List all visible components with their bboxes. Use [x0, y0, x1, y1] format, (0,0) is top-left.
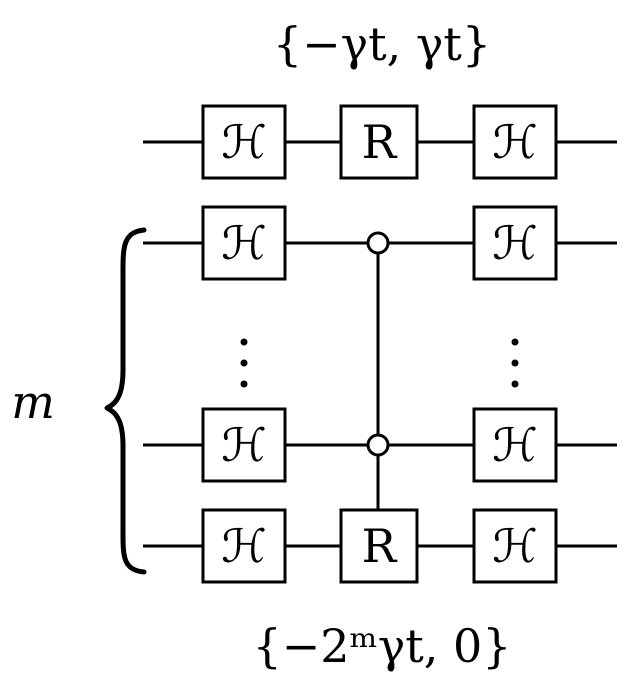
gate-label: ℋ [492, 418, 537, 472]
gate-label: ℋ [492, 115, 537, 169]
gate-label: ℋ [221, 115, 266, 169]
bottom-phase-set-label: {−2ᵐγt, 0} [252, 619, 511, 673]
vertical-ellipsis-left [240, 338, 248, 388]
ancilla-hadamard-gate-1: ℋ [201, 104, 287, 180]
gate-label: ℋ [492, 519, 537, 573]
vertical-ellipsis-right [511, 338, 519, 388]
gate-label: R [362, 519, 398, 573]
control-dot-register-1 [366, 231, 390, 255]
top-phase-set-label: {−γt, γt} [273, 17, 491, 71]
register-1-hadamard-gate-1: ℋ [201, 205, 287, 281]
register-brace [104, 227, 147, 575]
register-m-minus-1-hadamard-gate-1: ℋ [201, 407, 287, 483]
register-m-rotation-gate: R [339, 508, 419, 584]
ancilla-rotation-gate: R [339, 104, 419, 180]
register-1-hadamard-gate-2: ℋ [472, 205, 558, 281]
register-size-label: m [11, 375, 55, 429]
control-dot-register-m-minus-1 [366, 433, 390, 457]
gate-label: ℋ [221, 216, 266, 270]
gate-label: R [362, 115, 398, 169]
gate-label: ℋ [492, 216, 537, 270]
register-m-hadamard-gate-1: ℋ [201, 508, 287, 584]
ancilla-hadamard-gate-2: ℋ [472, 104, 558, 180]
gate-label: ℋ [221, 418, 266, 472]
register-m-hadamard-gate-2: ℋ [472, 508, 558, 584]
gate-label: ℋ [221, 519, 266, 573]
register-m-minus-1-hadamard-gate-2: ℋ [472, 407, 558, 483]
